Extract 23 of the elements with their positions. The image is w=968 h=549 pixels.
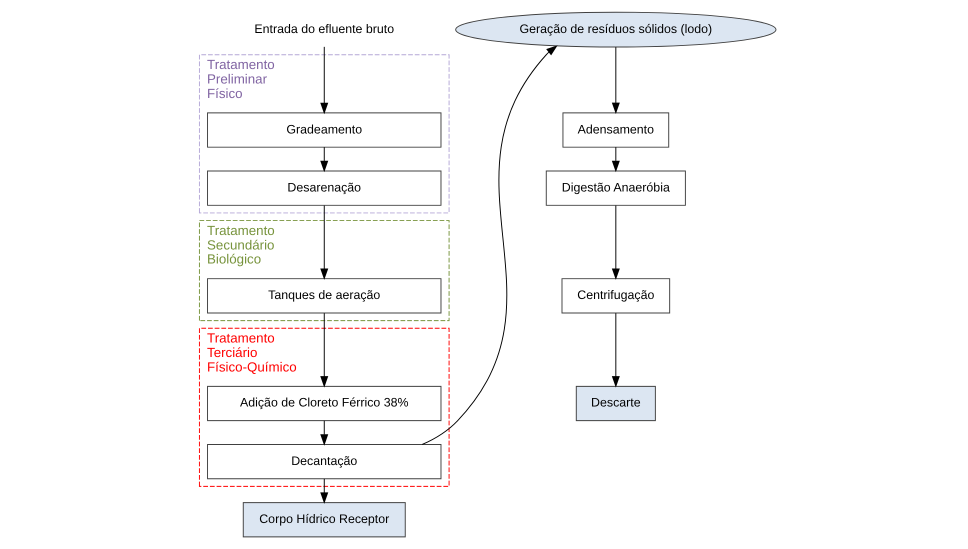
node-box: Digestão Anaeróbia (546, 170, 686, 206)
node-box: Gradeamento (207, 112, 442, 148)
arrow (612, 46, 620, 114)
arrow (320, 420, 328, 446)
arrow (320, 205, 328, 280)
node-box: Desarenação (207, 170, 442, 206)
node-box: Adensamento (562, 112, 670, 148)
arrow (320, 146, 328, 172)
arrow (612, 205, 620, 280)
node-text: Entrada do efluente bruto (254, 22, 394, 36)
node-box: Decantação (207, 444, 442, 480)
arrow (612, 312, 620, 388)
node-ellipse: Geração de resíduos sólidos (lodo) (455, 12, 776, 48)
arrow (612, 146, 620, 172)
arrow (320, 46, 328, 114)
node-box: Tanques de aeração (207, 278, 442, 314)
arrow (320, 478, 328, 504)
node-box: Descarte (576, 386, 656, 422)
node-box: Centrifugação (562, 278, 670, 314)
arrow (422, 45, 558, 445)
arrow (320, 312, 328, 388)
node-box: Adição de Cloreto Férrico 38% (207, 386, 442, 422)
node-box: Corpo Hídrico Receptor (242, 502, 406, 538)
